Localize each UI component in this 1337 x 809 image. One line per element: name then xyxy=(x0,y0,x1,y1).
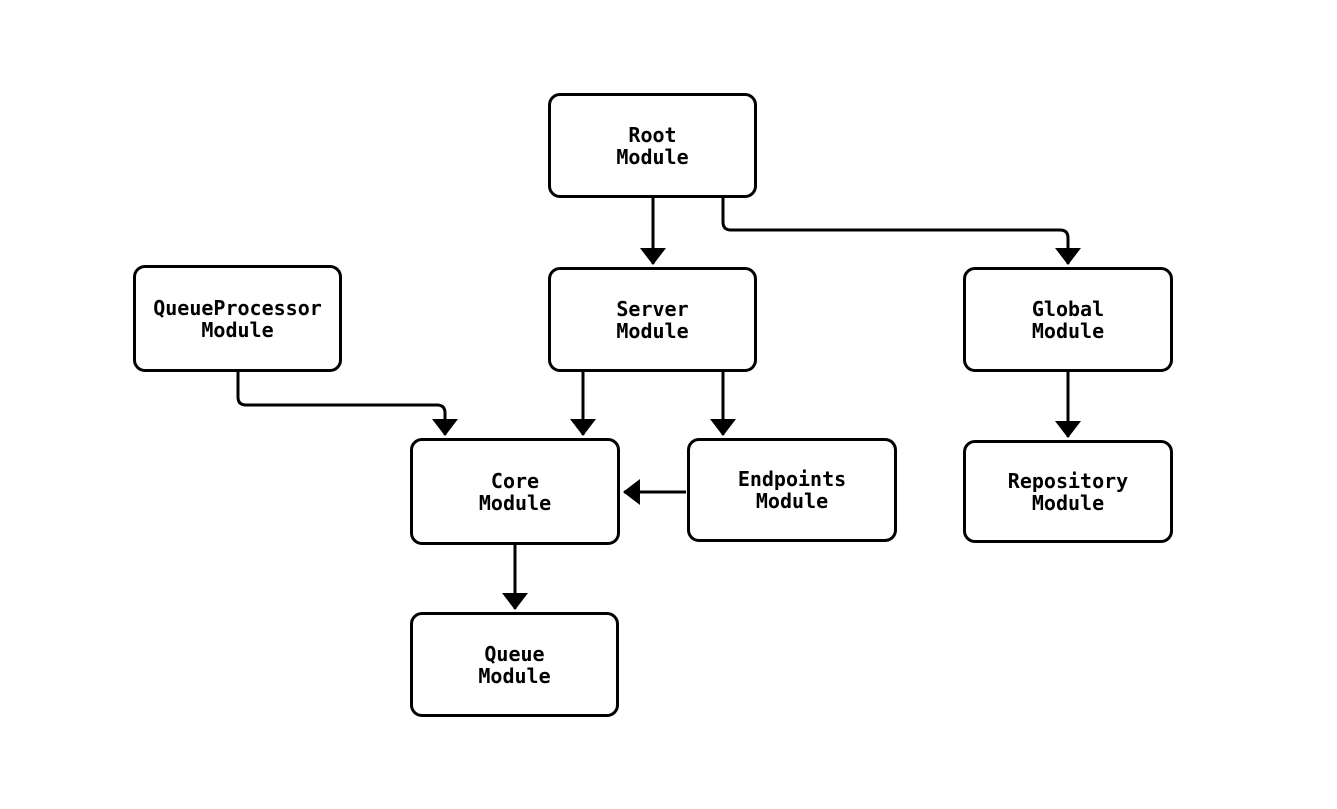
node-queueprocessor-module: QueueProcessor Module xyxy=(133,265,342,372)
node-server-module: Server Module xyxy=(548,267,757,372)
node-root-module: Root Module xyxy=(548,93,757,198)
arrow-root-to-global xyxy=(721,198,1081,265)
node-endpoints-module: Endpoints Module xyxy=(687,438,897,542)
node-global-module: Global Module xyxy=(963,267,1173,372)
node-core-module: Core Module xyxy=(410,438,620,545)
node-queue-module: Queue Module xyxy=(410,612,619,717)
node-repository-module: Repository Module xyxy=(963,440,1173,543)
arrow-queueprocessor-to-core xyxy=(236,372,458,436)
